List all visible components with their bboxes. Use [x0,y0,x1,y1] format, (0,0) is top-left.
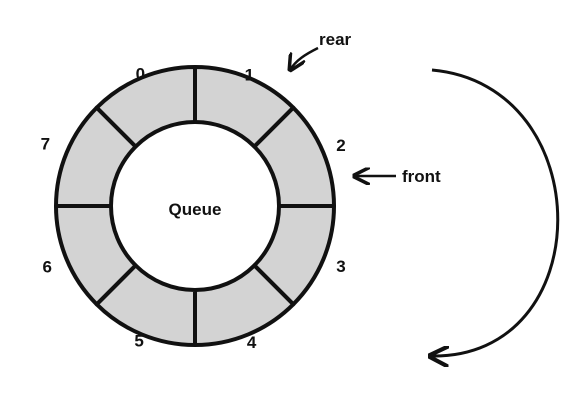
rear-arrow-icon [290,46,319,70]
slot-index-label: 4 [247,333,257,352]
slot-index-label: 6 [42,258,51,277]
rear-pointer: rear [290,30,352,70]
slot-index-label: 0 [136,64,145,83]
queue-slot-7 [54,105,138,208]
slot-index-label: 3 [336,257,345,276]
rear-label: rear [319,30,352,49]
slot-index-label: 2 [336,136,345,155]
front-pointer: front [354,167,441,186]
queue-ring [54,65,336,347]
slot-index-label: 5 [134,331,143,350]
queue-center-label: Queue [169,200,222,219]
slot-index-label: 1 [245,65,254,84]
slot-index-label: 7 [41,135,50,154]
front-label: front [402,167,441,186]
clockwise-direction-arrow-icon [430,68,560,356]
slot-labels: 0 1 2 3 4 5 6 7 [41,64,346,352]
